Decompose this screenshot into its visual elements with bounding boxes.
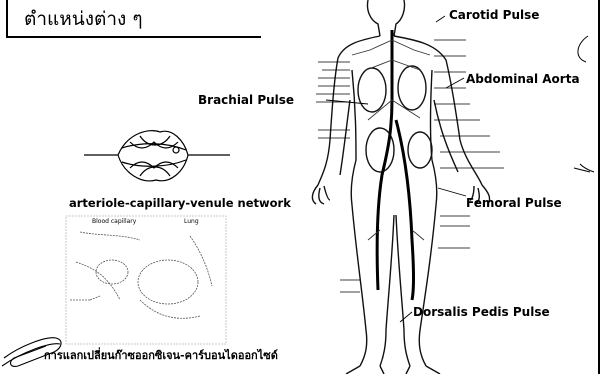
inset-right-label: Lung [184, 218, 199, 225]
femoral-pulse-label: Femoral Pulse [466, 196, 562, 210]
carotid-pulse-label: Carotid Pulse [449, 8, 539, 22]
brachial-pulse-label: Brachial Pulse [198, 93, 294, 107]
inset-left-label: Blood capillary [92, 218, 136, 225]
abdominal-aorta-label: Abdominal Aorta [466, 72, 580, 86]
network-label: arteriole-capillary-venule network [69, 196, 291, 210]
gas-exchange-inset [66, 216, 226, 344]
right-edge-fragments [574, 36, 594, 172]
capillary-network-graphic [84, 131, 230, 181]
gas-exchange-caption: การแลกเปลี่ยนก๊าซออกซิเจน-คาร์บอนไดออกไซ… [44, 346, 278, 364]
dorsalis-pedis-label: Dorsalis Pedis Pulse [413, 305, 550, 319]
artery-lines [377, 30, 413, 300]
